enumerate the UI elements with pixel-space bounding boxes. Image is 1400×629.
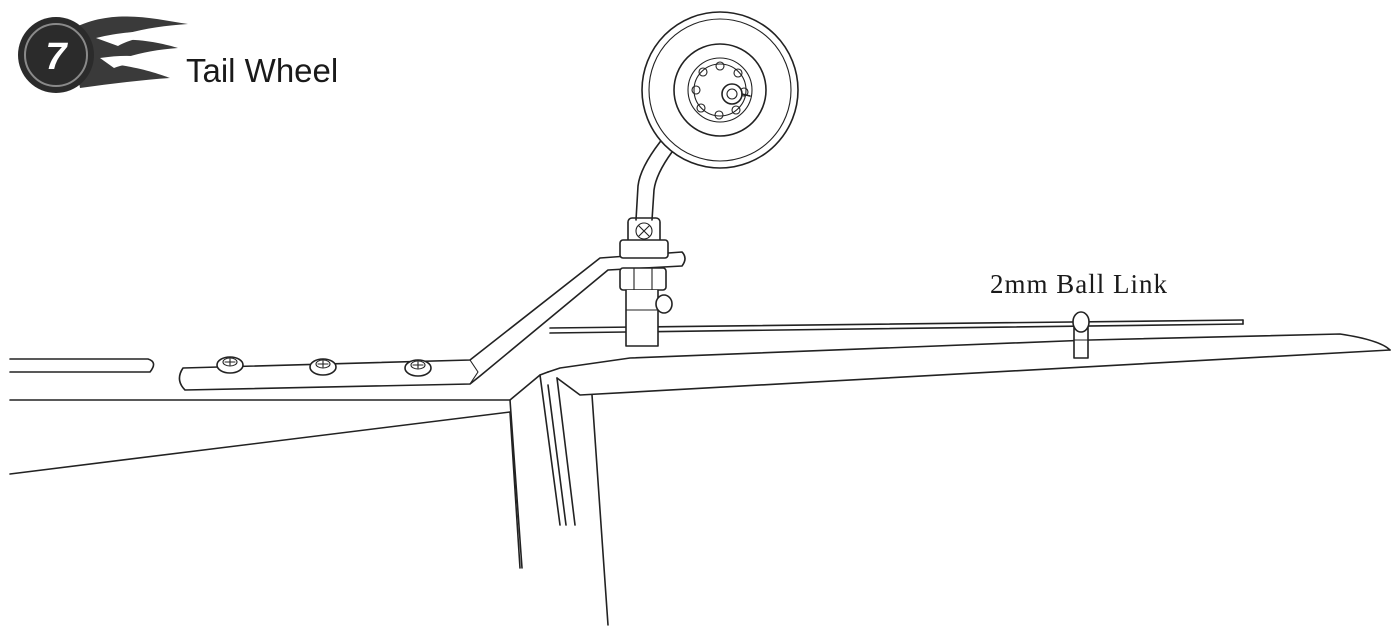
tail-wheel-icon — [641, 11, 799, 169]
screw-head-icon — [216, 356, 244, 374]
step-badge-icon: 7 — [18, 16, 188, 93]
step-number: 7 — [45, 36, 68, 78]
ball-link — [1072, 311, 1090, 359]
fuselage-outline — [9, 333, 1391, 626]
bracket-plate — [178, 251, 686, 391]
strut-collar — [619, 217, 673, 347]
ball-link-label: 2mm Ball Link — [990, 269, 1168, 299]
screw-head-icon — [404, 359, 432, 377]
step-title: Tail Wheel — [186, 52, 338, 89]
pushrod-wire — [549, 319, 1244, 334]
screw-head-icon — [309, 358, 337, 376]
